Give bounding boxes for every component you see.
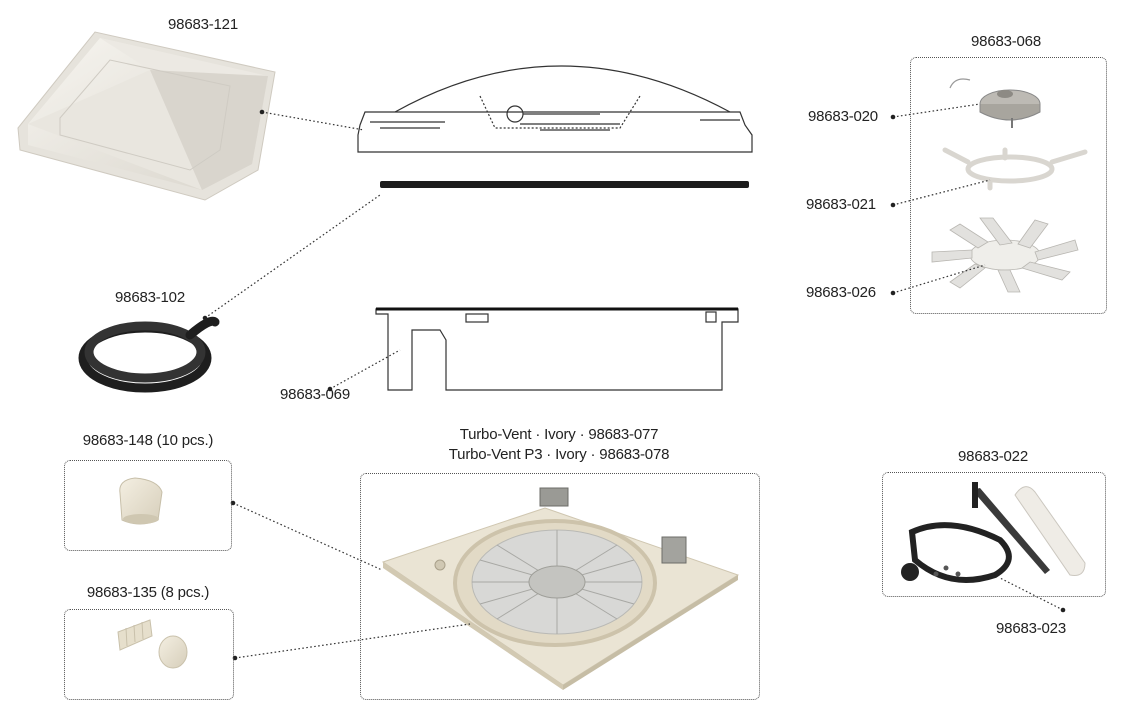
crank-kit-image — [901, 482, 1086, 583]
cap-frame — [64, 460, 232, 551]
label-gasket: 98683-102 — [115, 289, 185, 306]
label-lid: 98683-121 — [168, 16, 238, 33]
fan-blade-image — [931, 217, 1079, 293]
rivet-frame — [64, 609, 234, 700]
bracket-image — [942, 147, 1088, 191]
leader-dots — [202, 109, 1066, 661]
label-blade: 98683-026 — [806, 284, 876, 301]
turbo-vent-frame — [360, 473, 760, 700]
leader-lines — [204, 103, 1064, 659]
label-fan-kit: 98683-068 — [971, 33, 1041, 50]
label-bracket: 98683-021 — [806, 196, 876, 213]
fan-kit-frame — [910, 57, 1107, 314]
rivet-image — [117, 619, 188, 669]
vent-lid-image — [17, 31, 276, 201]
label-product-line2: Turbo-Vent P3 · Ivory · 98683-078 — [448, 446, 670, 463]
label-cap: 98683-148 (10 pcs.) — [82, 432, 214, 449]
cap-image — [119, 477, 163, 525]
motor-image — [949, 78, 1041, 128]
gasket-coil-image — [78, 316, 220, 393]
label-rivet: 98683-135 (8 pcs.) — [86, 584, 210, 601]
gasket-strip — [380, 181, 749, 188]
dome-lid-drawing — [357, 65, 753, 153]
label-base: 98683-069 — [280, 386, 350, 403]
label-product-line1: Turbo-Vent · Ivory · 98683-077 — [459, 426, 659, 443]
crank-kit-frame — [882, 472, 1106, 597]
base-frame-drawing — [375, 307, 739, 391]
turbo-vent-image — [381, 487, 740, 690]
label-motor: 98683-020 — [808, 108, 878, 125]
label-crank-part: 98683-023 — [996, 620, 1066, 637]
label-crank-kit: 98683-022 — [958, 448, 1028, 465]
